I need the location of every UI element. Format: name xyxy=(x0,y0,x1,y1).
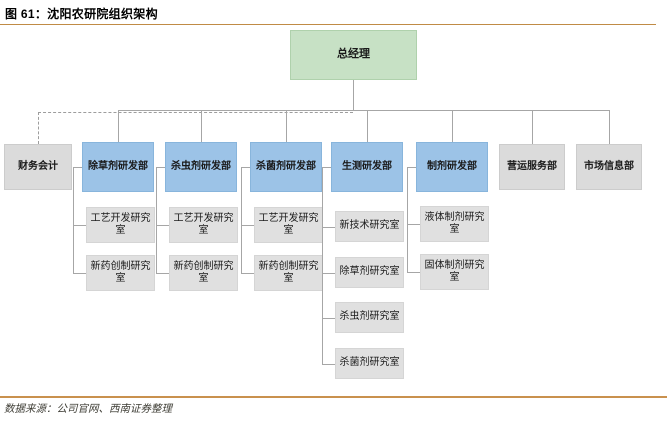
dashed-link-h xyxy=(38,112,353,113)
main-rail-line xyxy=(118,110,609,111)
sub-box: 杀虫剂研究室 xyxy=(335,302,404,333)
dept-drop-line xyxy=(367,110,368,142)
dept-drop-line xyxy=(286,110,287,142)
dept-box: 除草剂研发部 xyxy=(82,142,154,192)
sub-box: 新药创制研究室 xyxy=(254,255,323,291)
sub-box: 杀菌剂研究室 xyxy=(335,348,404,379)
sub-box: 液体制剂研究室 xyxy=(420,206,489,242)
child-stub-line xyxy=(322,272,335,274)
child-rail-line xyxy=(156,167,157,273)
sub-box: 工艺开发研究室 xyxy=(254,207,323,243)
child-stub-line xyxy=(156,273,169,274)
org-root-box: 总经理 xyxy=(290,30,417,80)
dept-box: 生测研发部 xyxy=(331,142,403,192)
child-stub-line xyxy=(407,224,420,225)
dept-box: 制剂研发部 xyxy=(416,142,488,192)
dashed-link-v xyxy=(38,112,39,144)
child-stub-line xyxy=(73,225,86,226)
child-rail-line xyxy=(73,167,74,273)
sub-box: 工艺开发研究室 xyxy=(169,207,238,243)
figure-source: 数据来源：公司官网、西南证券整理 xyxy=(4,403,172,415)
dept-box: 杀虫剂研发部 xyxy=(165,142,237,192)
child-stub-line xyxy=(322,226,335,228)
child-rail-stub xyxy=(156,167,165,168)
sub-box: 工艺开发研究室 xyxy=(86,207,155,243)
child-stub-line xyxy=(407,272,420,273)
title-divider xyxy=(0,24,656,25)
sub-box: 固体制剂研究室 xyxy=(420,254,489,290)
dept-drop-line xyxy=(532,110,533,144)
source-divider xyxy=(0,396,667,398)
child-rail-stub xyxy=(73,167,82,168)
dept-box: 市场信息部 xyxy=(576,144,642,190)
child-rail-line xyxy=(322,167,323,364)
child-rail-line xyxy=(407,167,408,272)
dept-box: 财务会计 xyxy=(4,144,72,190)
sub-box: 新药创制研究室 xyxy=(86,255,155,291)
sub-box: 新药创制研究室 xyxy=(169,255,238,291)
child-rail-stub xyxy=(407,167,416,168)
dept-drop-line xyxy=(452,110,453,142)
dept-drop-line xyxy=(201,110,202,142)
child-rail-stub xyxy=(241,167,250,168)
figure-title: 图 61：沈阳农研院组织架构 xyxy=(5,7,158,21)
sub-box: 新技术研究室 xyxy=(335,211,404,242)
child-stub-line xyxy=(241,225,254,226)
child-stub-line xyxy=(241,273,254,274)
dept-drop-line xyxy=(609,110,610,144)
dept-drop-line xyxy=(118,110,119,142)
child-stub-line xyxy=(322,317,335,319)
dept-box: 营运服务部 xyxy=(499,144,565,190)
dept-box: 杀菌剂研发部 xyxy=(250,142,322,192)
child-stub-line xyxy=(322,363,335,365)
root-drop-line xyxy=(353,80,354,110)
child-rail-line xyxy=(241,167,242,273)
child-rail-stub xyxy=(322,167,331,168)
sub-box: 除草剂研究室 xyxy=(335,257,404,288)
child-stub-line xyxy=(73,273,86,274)
child-stub-line xyxy=(156,225,169,226)
